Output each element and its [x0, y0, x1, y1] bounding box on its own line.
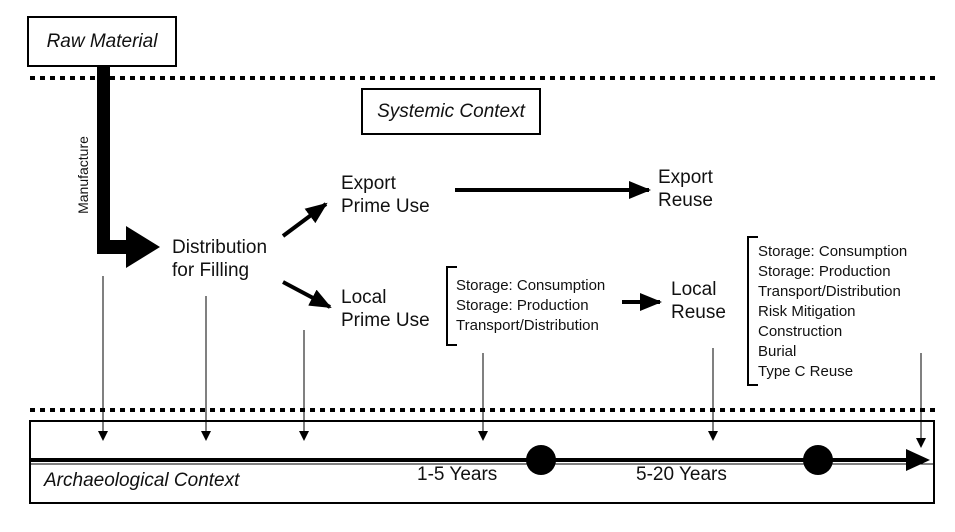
reuse-use-item: Construction	[758, 323, 843, 340]
reuse-uses-bracket	[747, 236, 758, 386]
distribution-line-2: for Filling	[172, 260, 250, 281]
systemic-context-box: Systemic Context	[361, 88, 541, 135]
timeline-marker-2	[803, 445, 833, 475]
raw-material-label: Raw Material	[46, 30, 158, 52]
local-prime-line-2: Prime Use	[341, 310, 430, 331]
arrow-to-export-prime	[281, 202, 328, 238]
local-reuse-line-2: Reuse	[671, 302, 726, 323]
reuse-use-item: Transport/Distribution	[758, 283, 901, 300]
raw-material-box: Raw Material	[27, 16, 177, 67]
distribution-line-1: Distribution	[172, 237, 268, 258]
export-reuse-line-1: Export	[658, 167, 713, 188]
reuse-use-item: Type C Reuse	[758, 363, 854, 380]
export-prime-label: Export Prime Use	[341, 172, 430, 218]
arrow-to-local-prime	[282, 280, 332, 309]
reuse-use-item: Storage: Production	[758, 263, 891, 280]
reuse-use-item: Risk Mitigation	[758, 303, 856, 320]
local-prime-line-1: Local	[341, 287, 387, 308]
reuse-use-item: Burial	[758, 343, 797, 360]
local-reuse-label: Local Reuse	[671, 278, 726, 324]
timeline-arrowhead	[906, 449, 930, 471]
export-reuse-label: Export Reuse	[658, 166, 713, 212]
local-uses-bracket	[446, 266, 457, 346]
local-uses-list: Storage: Consumption Storage: Production…	[456, 276, 605, 336]
distribution-label: Distribution for Filling	[172, 236, 267, 282]
export-prime-line-1: Export	[341, 173, 396, 194]
systemic-context-label: Systemic Context	[377, 100, 525, 122]
archaeological-context-label: Archaeological Context	[44, 470, 240, 491]
local-use-item: Transport/Distribution	[456, 317, 599, 334]
timeline-marker-1	[526, 445, 556, 475]
export-prime-line-2: Prime Use	[341, 196, 430, 217]
export-reuse-line-2: Reuse	[658, 190, 713, 211]
reuse-uses-list: Storage: Consumption Storage: Production…	[758, 242, 907, 382]
local-prime-label: Local Prime Use	[341, 286, 430, 332]
local-reuse-line-1: Local	[671, 279, 717, 300]
local-use-item: Storage: Production	[456, 297, 589, 314]
local-use-item: Storage: Consumption	[456, 277, 606, 294]
reuse-use-item: Storage: Consumption	[758, 243, 908, 260]
manufacture-arrow	[97, 65, 160, 268]
period-1-label: 1-5 Years	[417, 464, 498, 485]
manufacture-label: Manufacture	[75, 136, 91, 214]
period-2-label: 5-20 Years	[636, 464, 727, 485]
